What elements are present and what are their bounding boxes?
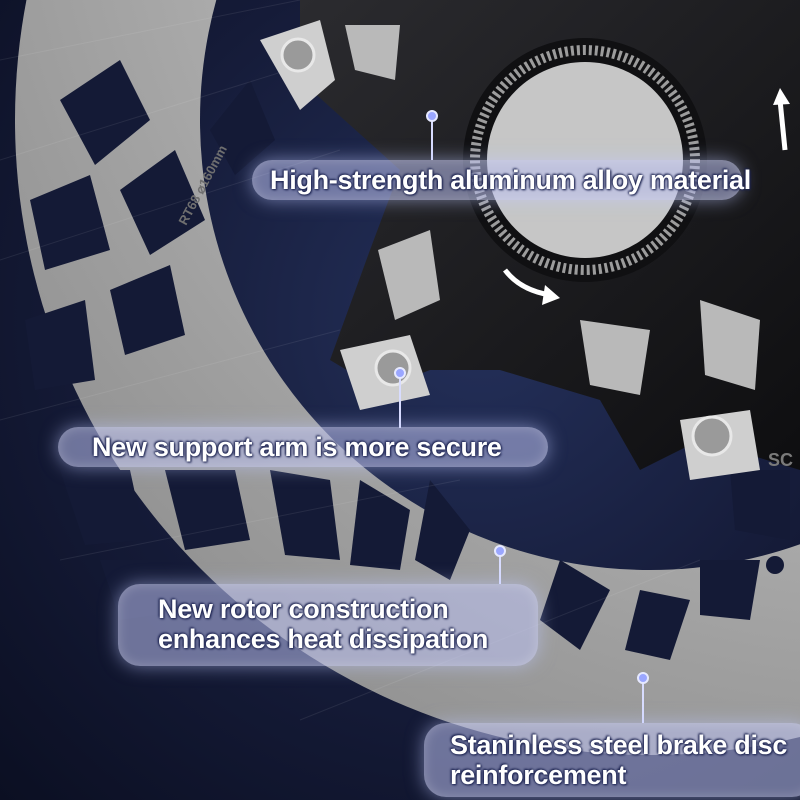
carrier-windows [345, 25, 760, 395]
callout-pointers [399, 118, 644, 723]
callout-text-line-1: New rotor construction [158, 594, 449, 624]
callout-dots [394, 110, 649, 684]
rivet [280, 37, 316, 73]
callout-text-line-2: enhances heat dissipation [158, 624, 489, 654]
rotor-hole [766, 556, 784, 574]
rivet [691, 415, 733, 457]
hub-logo-fragment: SC [768, 450, 793, 470]
callout-support-arm: New support arm is more secure [58, 427, 548, 467]
callout-text: New support arm is more secure [92, 432, 502, 462]
callout-steel-disc: Staninless steel brake disc reinforcemen… [424, 723, 800, 797]
rotor-hole [306, 481, 324, 499]
rotation-arrow-icon [777, 99, 788, 151]
callout-text-line-2: reinforcement [450, 760, 627, 790]
rotor-cutouts [25, 60, 790, 660]
callout-text-line-1: Staninless steel brake disc [450, 730, 788, 760]
callout-aluminum: High-strength aluminum alloy material [252, 160, 751, 200]
callout-text: High-strength aluminum alloy material [270, 165, 751, 195]
callout-rotor-construction: New rotor construction enhances heat dis… [118, 584, 538, 666]
arrow-head-icon [542, 285, 560, 305]
rivet [374, 349, 412, 387]
arrow-head-icon [773, 88, 790, 105]
